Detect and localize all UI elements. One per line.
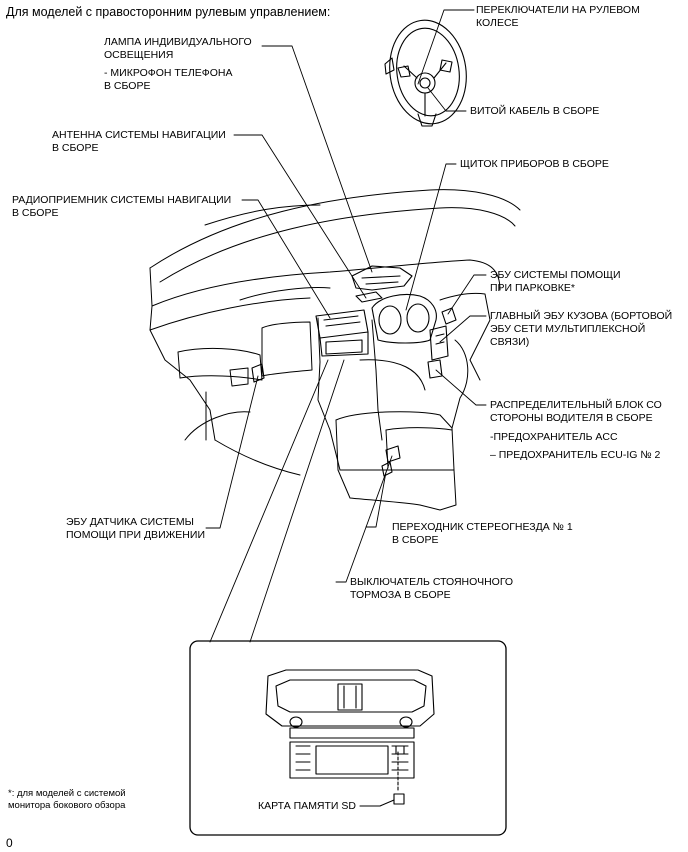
label-sd-card: КАРТА ПАМЯТИ SD bbox=[258, 800, 356, 812]
diagram-header: Для моделей с правосторонним рулевым упр… bbox=[6, 5, 331, 19]
leader-lines bbox=[205, 9, 487, 643]
label-microphone: - МИКРОФОН ТЕЛЕФОНА В СБОРЕ bbox=[104, 67, 233, 92]
label-steering-switches: ПЕРЕКЛЮЧАТЕЛИ НА РУЛЕВОМ КОЛЕСЕ bbox=[476, 4, 640, 29]
label-fuse-acc: -ПРЕДОХРАНИТЕЛЬ ACC bbox=[490, 431, 618, 443]
footnote: *: для моделей с системой монитора боков… bbox=[8, 788, 126, 811]
label-instrument-panel: ЩИТОК ПРИБОРОВ В СБОРЕ bbox=[460, 158, 609, 170]
label-fuse-ecu: – ПРЕДОХРАНИТЕЛЬ ECU-IG № 2 bbox=[490, 449, 661, 461]
interior-outline bbox=[149, 189, 521, 511]
page-mark: 0 bbox=[6, 836, 13, 850]
label-junction-block: РАСПРЕДЕЛИТЕЛЬНЫЙ БЛОК СО СТОРОНЫ ВОДИТЕ… bbox=[490, 399, 662, 424]
label-nav-antenna: АНТЕННА СИСТЕМЫ НАВИГАЦИИ В СБОРЕ bbox=[52, 129, 226, 154]
component-shapes bbox=[251, 265, 457, 477]
label-body-ecu: ГЛАВНЫЙ ЭБУ КУЗОВА (БОРТОВОЙ ЭБУ СЕТИ МУ… bbox=[490, 310, 673, 348]
label-parking-brake: ВЫКЛЮЧАТЕЛЬ СТОЯНОЧНОГО ТОРМОЗА В СБОРЕ bbox=[350, 576, 514, 601]
label-nav-receiver: РАДИОПРИЕМНИК СИСТЕМЫ НАВИГАЦИИ В СБОРЕ bbox=[12, 194, 232, 219]
label-spiral-cable: ВИТОЙ КАБЕЛЬ В СБОРЕ bbox=[470, 105, 600, 117]
inset-box bbox=[189, 640, 507, 836]
label-lamp: ЛАМПА ИНДИВИДУАЛЬНОГО ОСВЕЩЕНИЯ bbox=[104, 36, 252, 61]
label-stereo-adapter: ПЕРЕХОДНИК СТЕРЕОГНЕЗДА № 1 В СБОРЕ bbox=[392, 521, 573, 546]
label-drive-assist-ecu: ЭБУ ДАТЧИКА СИСТЕМЫ ПОМОЩИ ПРИ ДВИЖЕНИИ bbox=[66, 516, 205, 541]
label-parking-ecu: ЭБУ СИСТЕМЫ ПОМОЩИ ПРИ ПАРКОВКЕ* bbox=[490, 269, 621, 294]
steering-wheel-drawing bbox=[384, 19, 467, 127]
